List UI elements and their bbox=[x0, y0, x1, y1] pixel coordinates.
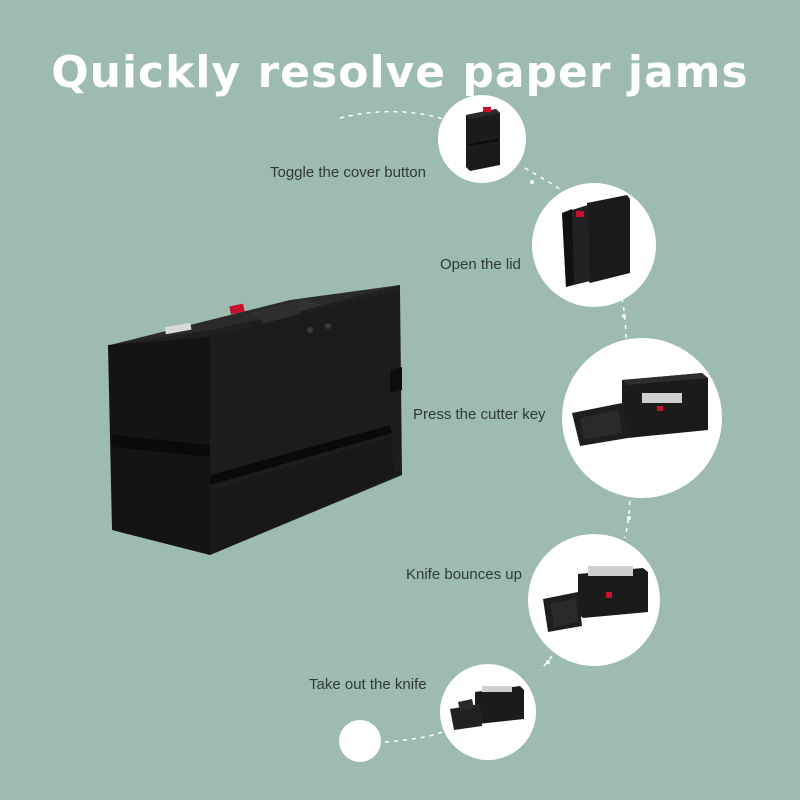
step-1-label: Toggle the cover button bbox=[270, 164, 426, 181]
step-1-image bbox=[438, 95, 526, 183]
printer-lid-open-icon bbox=[562, 195, 630, 287]
cutter-key-icon bbox=[572, 373, 708, 446]
step-2-image bbox=[532, 183, 656, 307]
path-end-dot bbox=[339, 720, 381, 762]
step-3-image bbox=[562, 338, 722, 498]
printer-mechanism-image bbox=[108, 285, 402, 555]
page-title: Quickly resolve paper jams bbox=[51, 47, 749, 99]
printer-closed-icon bbox=[466, 107, 500, 171]
step-3-label: Press the cutter key bbox=[413, 406, 546, 423]
step-2-label: Open the lid bbox=[440, 256, 521, 273]
knife-up-icon bbox=[543, 566, 648, 632]
step-4-label: Knife bounces up bbox=[406, 566, 522, 583]
step-5-image bbox=[440, 664, 536, 760]
step-4-image bbox=[528, 534, 660, 666]
step-5-label: Take out the knife bbox=[309, 676, 427, 693]
knife-removed-icon bbox=[450, 686, 524, 730]
